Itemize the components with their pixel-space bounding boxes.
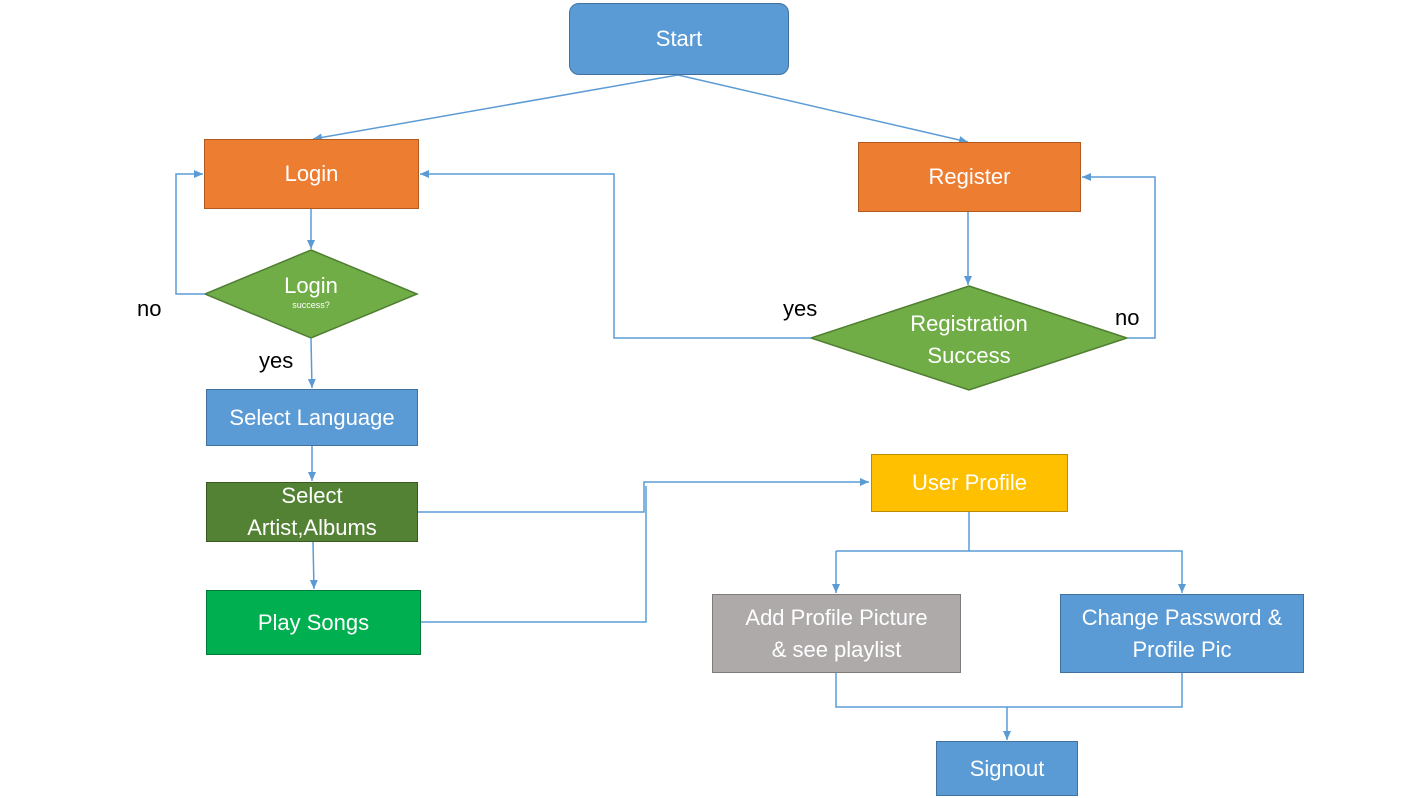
add-profile-picture-line2: & see playlist xyxy=(771,636,902,662)
start-node: Start xyxy=(569,3,789,75)
edge-add-picture-merge xyxy=(835,673,1183,708)
play-songs-label: Play Songs xyxy=(257,609,370,635)
change-password-node: Change Password & Profile Pic xyxy=(1060,594,1304,673)
edge-artist-to-play xyxy=(309,541,318,590)
user-profile-label: User Profile xyxy=(912,470,1027,495)
edge-play-to-profile xyxy=(421,486,647,623)
login-decision-subtitle: success? xyxy=(292,300,330,310)
login-node-label: Login xyxy=(284,161,339,186)
registration-decision-line1: Registration xyxy=(910,311,1028,336)
play-songs-node: Play Songs xyxy=(206,590,421,655)
login-decision-title: Login xyxy=(284,273,338,298)
select-artist-line1: Select xyxy=(281,483,343,508)
login-yes-label: yes xyxy=(259,348,294,373)
change-password-line2: Profile Pic xyxy=(1132,636,1232,662)
add-profile-picture-line1: Add Profile Picture xyxy=(745,604,928,630)
register-node-label: Register xyxy=(928,164,1011,189)
change-password-line1: Change Password & xyxy=(1081,604,1283,630)
login-no-label: no xyxy=(137,296,162,321)
registration-no-label: no xyxy=(1115,305,1140,330)
user-profile-node: User Profile xyxy=(871,454,1068,512)
start-node-label: Start xyxy=(655,26,703,51)
edge-registration-yes-to-login xyxy=(420,170,811,339)
edge-start-to-login xyxy=(312,74,679,142)
registration-decision-diamond xyxy=(808,285,1130,391)
edge-profile-to-change-password xyxy=(969,550,1186,593)
select-language-node: Select Language xyxy=(206,389,418,446)
register-node: Register xyxy=(858,142,1081,212)
edge-start-to-register xyxy=(677,74,969,144)
select-artist-line2: Artist,Albums xyxy=(247,515,377,540)
edge-login-no-loop xyxy=(175,170,205,295)
registration-decision-line2: Success xyxy=(927,343,1011,368)
registration-decision-text: Registration Success xyxy=(869,308,1069,372)
registration-yes-label: yes xyxy=(783,296,818,321)
signout-node: Signout xyxy=(936,741,1078,796)
signout-label: Signout xyxy=(969,755,1045,781)
edge-login-yes-to-language xyxy=(307,337,316,389)
login-node: Login xyxy=(204,139,419,209)
login-decision-text: Login success? xyxy=(241,272,381,311)
edge-profile-split xyxy=(836,512,970,552)
edge-registration-no-loop xyxy=(1082,173,1156,339)
edge-artist-to-profile xyxy=(418,478,869,513)
select-artist-node: Select Artist,Albums xyxy=(206,482,418,542)
select-language-label: Select Language xyxy=(229,404,395,430)
add-profile-picture-node: Add Profile Picture & see playlist xyxy=(712,594,961,673)
